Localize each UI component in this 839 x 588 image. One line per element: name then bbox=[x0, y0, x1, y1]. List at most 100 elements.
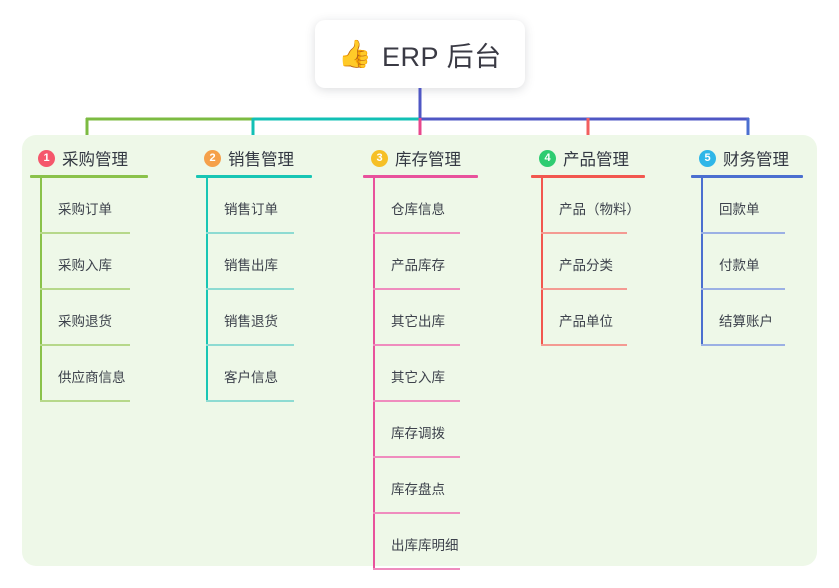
item-spine bbox=[541, 234, 543, 290]
branch-item[interactable]: 客户信息 bbox=[196, 346, 312, 402]
item-label: 产品单位 bbox=[559, 314, 613, 329]
item-underline bbox=[701, 232, 785, 234]
branch-badge-1: 1 bbox=[38, 149, 55, 167]
content-panel bbox=[22, 135, 817, 566]
item-label: 其它出库 bbox=[391, 314, 445, 329]
item-label: 库存调拨 bbox=[391, 426, 445, 441]
branch-rule-4 bbox=[531, 175, 645, 178]
item-underline bbox=[373, 512, 460, 514]
item-spine bbox=[206, 234, 208, 290]
item-label: 销售订单 bbox=[224, 202, 278, 217]
item-underline bbox=[373, 456, 460, 458]
branch-badge-4: 4 bbox=[539, 149, 556, 167]
item-spine bbox=[373, 178, 375, 234]
branch-items-5: 回款单付款单结算账户 bbox=[691, 178, 803, 346]
item-label: 销售出库 bbox=[224, 258, 278, 273]
item-underline bbox=[373, 232, 460, 234]
branch-item[interactable]: 采购入库 bbox=[30, 234, 148, 290]
branch-item[interactable]: 产品单位 bbox=[531, 290, 645, 346]
item-underline bbox=[206, 344, 294, 346]
item-spine bbox=[373, 514, 375, 570]
item-label: 付款单 bbox=[719, 258, 760, 273]
branch-item[interactable]: 结算账户 bbox=[691, 290, 803, 346]
branch-item[interactable]: 采购订单 bbox=[30, 178, 148, 234]
item-underline bbox=[701, 288, 785, 290]
item-label: 仓库信息 bbox=[391, 202, 445, 217]
branch-title-2: 销售管理 bbox=[228, 151, 294, 169]
item-underline bbox=[206, 400, 294, 402]
item-label: 采购退货 bbox=[58, 314, 112, 329]
branch-items-3: 仓库信息产品库存其它出库其它入库库存调拨库存盘点出库库明细 bbox=[363, 178, 478, 570]
item-label: 采购入库 bbox=[58, 258, 112, 273]
item-label: 出库库明细 bbox=[391, 538, 459, 553]
item-underline bbox=[40, 232, 130, 234]
branch-item[interactable]: 库存调拨 bbox=[363, 402, 478, 458]
item-label: 产品库存 bbox=[391, 258, 445, 273]
branch-header-3[interactable]: 3 库存管理 bbox=[371, 146, 478, 170]
item-spine bbox=[373, 234, 375, 290]
branch-column-5: 5 财务管理回款单付款单结算账户 bbox=[691, 146, 803, 346]
branch-item[interactable]: 产品分类 bbox=[531, 234, 645, 290]
item-spine bbox=[206, 346, 208, 402]
root-node-content: 👍 ERP 后台 bbox=[338, 35, 501, 74]
thumbs-up-icon: 👍 bbox=[338, 38, 373, 70]
branch-items-2: 销售订单销售出库销售退货客户信息 bbox=[196, 178, 312, 402]
item-label: 其它入库 bbox=[391, 370, 445, 385]
branch-badge-5: 5 bbox=[699, 149, 716, 167]
item-label: 供应商信息 bbox=[58, 370, 126, 385]
branch-badge-3: 3 bbox=[371, 149, 388, 167]
root-title: ERP 后台 bbox=[382, 41, 502, 72]
branch-item[interactable]: 其它入库 bbox=[363, 346, 478, 402]
item-underline bbox=[373, 568, 460, 570]
branch-column-3: 3 库存管理仓库信息产品库存其它出库其它入库库存调拨库存盘点出库库明细 bbox=[363, 146, 478, 570]
branch-item[interactable]: 供应商信息 bbox=[30, 346, 148, 402]
branch-item[interactable]: 仓库信息 bbox=[363, 178, 478, 234]
branch-header-1[interactable]: 1 采购管理 bbox=[38, 146, 148, 170]
branch-items-4: 产品（物料） 产品分类产品单位 bbox=[531, 178, 645, 346]
branch-title-5: 财务管理 bbox=[723, 151, 789, 169]
item-spine bbox=[541, 178, 543, 234]
branch-title-1: 采购管理 bbox=[62, 151, 128, 169]
branch-title-3: 库存管理 bbox=[395, 151, 461, 169]
branch-header-5[interactable]: 5 财务管理 bbox=[699, 146, 803, 170]
branch-item[interactable]: 产品（物料） bbox=[531, 178, 645, 234]
item-spine bbox=[373, 458, 375, 514]
branch-item[interactable]: 其它出库 bbox=[363, 290, 478, 346]
item-underline bbox=[40, 400, 130, 402]
item-spine bbox=[206, 178, 208, 234]
branch-items-1: 采购订单采购入库采购退货供应商信息 bbox=[30, 178, 148, 402]
item-underline bbox=[541, 344, 627, 346]
item-label: 回款单 bbox=[719, 202, 760, 217]
branch-rule-3 bbox=[363, 175, 478, 178]
item-spine bbox=[541, 290, 543, 346]
root-node[interactable]: 👍 ERP 后台 bbox=[315, 20, 525, 88]
item-label: 产品（物料） bbox=[559, 202, 640, 217]
branch-item[interactable]: 出库库明细 bbox=[363, 514, 478, 570]
item-spine bbox=[40, 290, 42, 346]
branch-item[interactable]: 库存盘点 bbox=[363, 458, 478, 514]
item-spine bbox=[373, 402, 375, 458]
item-label: 客户信息 bbox=[224, 370, 278, 385]
branch-badge-2: 2 bbox=[204, 149, 221, 167]
branch-rule-2 bbox=[196, 175, 312, 178]
branch-item[interactable]: 销售出库 bbox=[196, 234, 312, 290]
item-label: 产品分类 bbox=[559, 258, 613, 273]
branch-item[interactable]: 付款单 bbox=[691, 234, 803, 290]
branch-item[interactable]: 产品库存 bbox=[363, 234, 478, 290]
item-underline bbox=[206, 232, 294, 234]
branch-item[interactable]: 销售订单 bbox=[196, 178, 312, 234]
branch-rule-5 bbox=[691, 175, 803, 178]
branch-column-2: 2 销售管理销售订单销售出库销售退货客户信息 bbox=[196, 146, 312, 402]
branch-header-2[interactable]: 2 销售管理 bbox=[204, 146, 312, 170]
item-spine bbox=[40, 234, 42, 290]
branch-item[interactable]: 销售退货 bbox=[196, 290, 312, 346]
item-spine bbox=[373, 290, 375, 346]
branch-column-1: 1 采购管理采购订单采购入库采购退货供应商信息 bbox=[30, 146, 148, 402]
branch-item[interactable]: 回款单 bbox=[691, 178, 803, 234]
branch-item[interactable]: 采购退货 bbox=[30, 290, 148, 346]
item-spine bbox=[40, 346, 42, 402]
item-spine bbox=[373, 346, 375, 402]
